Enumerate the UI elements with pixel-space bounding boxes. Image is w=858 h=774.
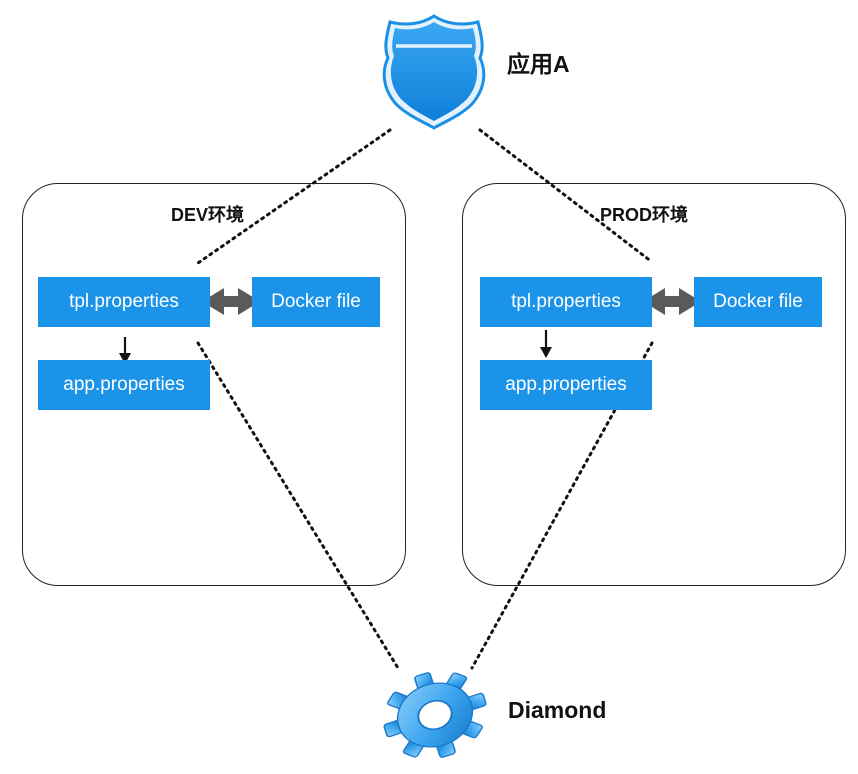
dev-down-arrow [119, 337, 131, 364]
shield-icon [382, 14, 486, 130]
dotted-link-app-dev [196, 128, 392, 265]
dev-docker-file-box: Docker file [252, 277, 380, 327]
dev-app-properties-box: app.properties [38, 360, 210, 410]
app-label: 应用A [507, 51, 570, 77]
dev-docker-file-label: Docker file [271, 291, 361, 312]
prod-app-properties-box: app.properties [480, 360, 652, 410]
gear-icon [383, 672, 487, 758]
diamond-label: Diamond [508, 697, 607, 723]
prod-down-arrow [540, 330, 552, 358]
dev-tpl-properties-label: tpl.properties [69, 291, 179, 312]
dotted-link-dev-diamond [196, 341, 400, 670]
prod-docker-file-label: Docker file [713, 291, 803, 312]
dev-environment-title: DEV环境 [171, 205, 245, 225]
dev-tpl-properties-box: tpl.properties [38, 277, 210, 327]
prod-tpl-properties-box: tpl.properties [480, 277, 652, 327]
prod-double-arrow [643, 288, 701, 315]
dev-app-properties-label: app.properties [63, 374, 185, 395]
prod-tpl-properties-label: tpl.properties [511, 291, 621, 312]
prod-environment-title: PROD环境 [600, 205, 689, 225]
prod-docker-file-box: Docker file [694, 277, 822, 327]
dotted-link-app-prod [478, 128, 654, 264]
prod-app-properties-label: app.properties [505, 374, 627, 395]
dev-double-arrow [202, 288, 260, 315]
